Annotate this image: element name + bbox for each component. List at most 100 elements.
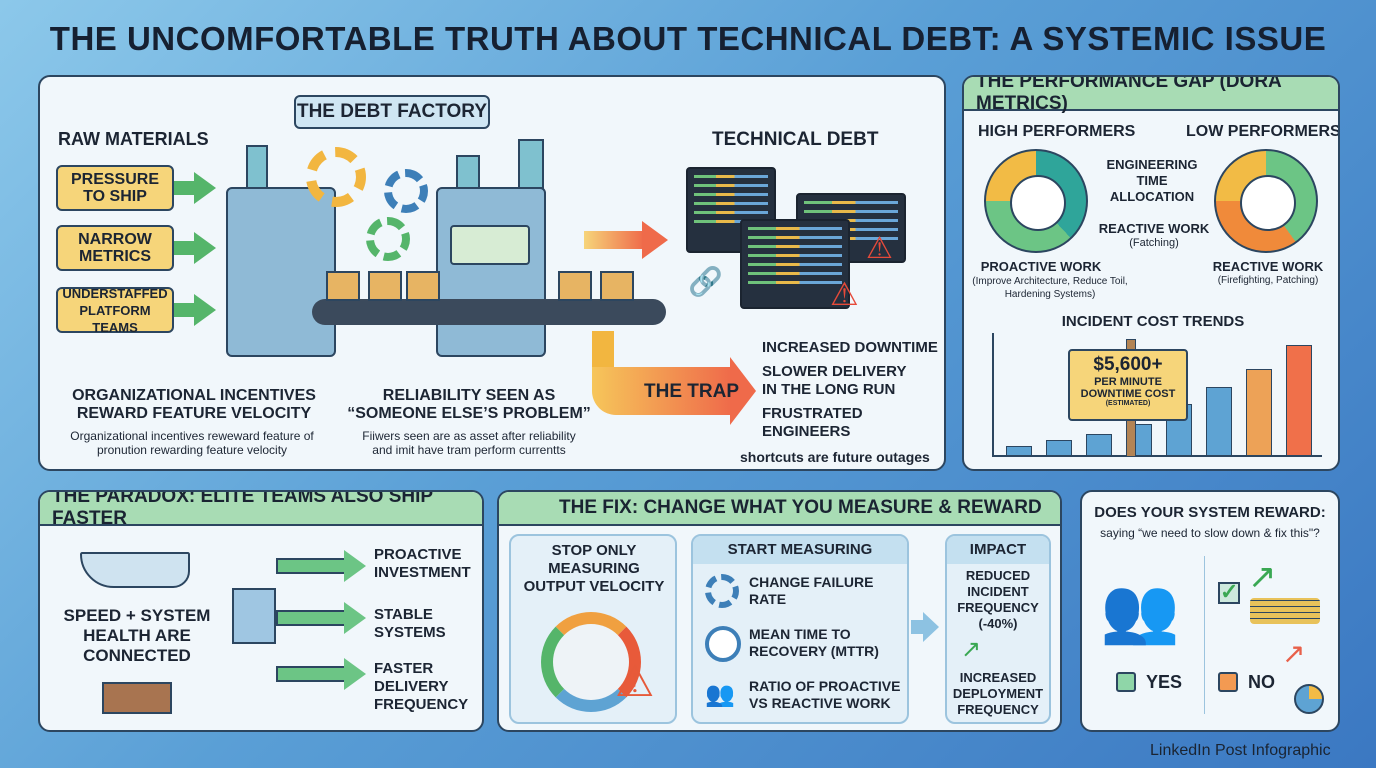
branch-arrows xyxy=(276,666,346,682)
code-screen-icon xyxy=(740,219,850,309)
speedboat-icon xyxy=(80,552,190,588)
raw-materials-heading: RAW MATERIALS xyxy=(58,129,209,149)
arrow-icon xyxy=(194,294,216,326)
downtime-cost-value: $5,600+ xyxy=(1093,354,1163,375)
cause-reliability-text: Fiiwers seen are as asset after reliabil… xyxy=(362,429,576,457)
incident-cost-title: INCIDENT COST TRENDS xyxy=(1061,313,1245,330)
paradox-outcome: PROACTIVE INVESTMENT xyxy=(374,546,471,581)
impact-box: IMPACT REDUCED INCIDENT FREQUENCY (-40%)… xyxy=(945,534,1051,724)
gear-icon xyxy=(306,147,366,207)
trap-arrow xyxy=(592,367,732,415)
start-measuring-box: START MEASURING CHANGE FAILURE RATE MEAN… xyxy=(691,534,909,724)
monitor-wave-icon xyxy=(450,225,530,265)
downtime-cost-line2: DOWNTIME COST xyxy=(1080,388,1176,400)
paradox-caption: SPEED + SYSTEM HEALTH ARE CONNECTED xyxy=(63,606,211,665)
question-panel: DOES YOUR SYSTEM REWARD: saying “we need… xyxy=(1080,490,1340,732)
arrow-icon xyxy=(642,221,668,259)
cause-incentives-title: ORGANIZATIONAL INCENTIVES REWARD FEATURE… xyxy=(72,387,316,422)
coins-growth-icon: ↗ xyxy=(1248,558,1277,596)
factory-machine-illustration xyxy=(436,187,546,357)
people-swap-icon: 👥 xyxy=(705,681,735,708)
branch-arrows xyxy=(276,610,346,626)
debt-factory-panel: RAW MATERIALS PRESSURE TO SHIP NARROW ME… xyxy=(38,75,946,471)
box-icon xyxy=(600,271,634,301)
pie-chart-icon xyxy=(1294,684,1324,714)
checkbox-checked-icon: ✓ xyxy=(1218,579,1240,604)
chimney-illustration xyxy=(518,139,544,189)
reactive-work-mid-sub: (Fatching) xyxy=(1129,237,1179,249)
metric-proactive-ratio: RATIO OF PROACTIVE VS REACTIVE WORK xyxy=(749,678,901,711)
warning-icon: ⚠ xyxy=(866,232,893,265)
arrow-icon xyxy=(174,303,196,317)
stop-box: STOP ONLY MEASURING OUTPUT VELOCITY ⚠ xyxy=(509,534,677,724)
trap-outcome: SLOWER DELIVERY IN THE LONG RUN xyxy=(762,363,907,398)
box-icon xyxy=(406,271,440,301)
warning-icon: ⚠ xyxy=(615,657,655,706)
performance-gap-heading: THE PERFORMANCE GAP (DORA METRICS) xyxy=(964,77,1338,114)
coins-icon xyxy=(1250,598,1320,624)
paradox-panel: THE PARADOX: ELITE TEAMS ALSO SHIP FASTE… xyxy=(38,490,484,732)
technical-debt-heading: TECHNICAL DEBT xyxy=(712,129,879,150)
arrow-icon xyxy=(174,241,196,255)
arrow-icon xyxy=(584,231,644,249)
branch-arrows xyxy=(276,558,346,574)
building-icon xyxy=(232,588,276,644)
people-illustration: 👥 xyxy=(1100,574,1180,646)
reactive-work-sub: (Firefighting, Patching) xyxy=(1217,275,1319,286)
stop-text: STOP ONLY MEASURING OUTPUT VELOCITY xyxy=(523,542,665,595)
arrow-icon xyxy=(923,612,939,642)
code-screen-icon xyxy=(686,167,776,253)
raw-material-pressure: PRESSURE TO SHIP xyxy=(56,165,174,211)
paradox-heading: THE PARADOX: ELITE TEAMS ALSO SHIP FASTE… xyxy=(40,492,482,529)
question-sub: saying “we need to slow down & fix this"… xyxy=(1100,526,1320,540)
raw-material-metrics: NARROW METRICS xyxy=(56,225,174,271)
paradox-outcome: STABLE SYSTEMS xyxy=(374,606,446,641)
incident-cost-bar xyxy=(1206,386,1232,455)
metric-mttr: MEAN TIME TO RECOVERY (MTTR) xyxy=(749,626,879,659)
box-icon xyxy=(558,271,592,301)
yes-swatch xyxy=(1116,672,1136,692)
high-performers-donut xyxy=(984,149,1088,253)
no-label: NO xyxy=(1248,672,1275,692)
page-title: THE UNCOMFORTABLE TRUTH ABOUT TECHNICAL … xyxy=(49,20,1327,57)
arrow-icon xyxy=(344,602,366,634)
paradox-outcome: FASTER DELIVERY FREQUENCY xyxy=(374,660,469,713)
cause-incentives-text: Organizational incentives reweward featu… xyxy=(70,429,314,457)
trap-footer: shortcuts are future outages xyxy=(740,449,930,465)
gear-icon xyxy=(384,169,428,213)
chimney-illustration xyxy=(456,155,480,189)
fix-heading: THE FIX: CHANGE WHAT YOU MEASURE & REWAR… xyxy=(499,492,1060,526)
footer-label: LinkedIn Post Infographic xyxy=(1150,742,1331,759)
arrow-icon xyxy=(174,181,196,195)
trend-up-icon: ↗ xyxy=(1282,638,1306,669)
proactive-work-caption: PROACTIVE WORK xyxy=(980,259,1102,274)
reactive-work-mid-label: REACTIVE WORK xyxy=(1098,221,1210,236)
metric-change-failure-rate: CHANGE FAILURE RATE xyxy=(749,574,874,607)
raw-material-understaffed: UNDERSTAFFED PLATFORM TEAMS xyxy=(56,286,174,335)
trap-arrow xyxy=(730,357,756,425)
arrow-icon xyxy=(194,172,216,204)
arrow-icon xyxy=(344,550,366,582)
no-swatch xyxy=(1218,672,1238,692)
box-icon xyxy=(326,271,360,301)
downtime-cost-line1: PER MINUTE xyxy=(1094,376,1162,388)
proactive-work-sub: (Improve Architecture, Reduce Toil, Hard… xyxy=(972,276,1128,300)
arrow-icon xyxy=(344,658,366,690)
impact-heading: IMPACT xyxy=(947,536,1049,564)
downtime-cost-sign: $5,600+ PER MINUTE DOWNTIME COST (ESTIMA… xyxy=(1068,349,1188,421)
arrow-icon xyxy=(911,620,925,634)
arrow-icon xyxy=(194,232,216,264)
low-performers-label: LOW PERFORMERS xyxy=(1186,123,1340,140)
incident-cost-bar xyxy=(1006,445,1032,455)
impact-deployment-frequency: INCREASED DEPLOYMENT FREQUENCY xyxy=(952,670,1044,717)
trend-up-icon: ↗ xyxy=(961,636,982,663)
downtime-cost-note: (ESTIMATED) xyxy=(1105,400,1151,407)
divider xyxy=(1204,556,1205,714)
incident-cost-bar xyxy=(1086,433,1112,455)
question-heading: DOES YOUR SYSTEM REWARD: xyxy=(1094,504,1326,521)
incident-cost-bar xyxy=(1046,439,1072,455)
start-measuring-heading: START MEASURING xyxy=(693,536,907,564)
debt-factory-label: THE DEBT FACTORY xyxy=(294,95,490,129)
yes-label: YES xyxy=(1146,672,1183,692)
low-performers-donut xyxy=(1214,149,1318,253)
